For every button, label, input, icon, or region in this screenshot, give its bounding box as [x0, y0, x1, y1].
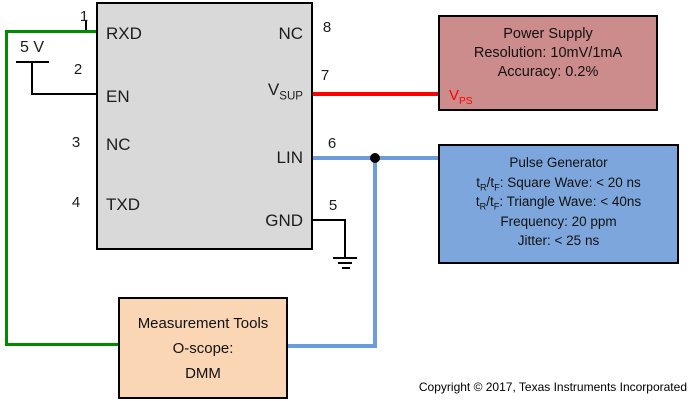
- pin-number-4: 4: [71, 194, 81, 211]
- pin-number-5: 5: [328, 197, 338, 214]
- trtf-sub-f: F: [494, 182, 500, 193]
- gnd-wire-horizontal: [311, 219, 346, 221]
- pin-number-1: 1: [79, 8, 89, 25]
- rxd-wire-bottom: [5, 343, 118, 346]
- gnd-wire-vertical: [344, 219, 346, 258]
- supply-5v-label: 5 V: [19, 39, 44, 56]
- copyright-notice: Copyright © 2017, Texas Instruments Inco…: [418, 380, 687, 394]
- ground-bar-3: [342, 267, 350, 269]
- pin-number-2: 2: [73, 61, 83, 78]
- junction-dot: [370, 153, 380, 163]
- pin1-tick: [85, 21, 87, 30]
- pin-number-8: 8: [322, 19, 332, 36]
- lin-wire-to-measurement: [287, 344, 377, 348]
- power-supply-box: Power Supply Resolution: 10mV/1mA Accura…: [438, 15, 658, 111]
- vps-terminal-base: V: [449, 87, 460, 104]
- pulse-generator-square-wave: tR/tF: Square Wave: < 20 ns: [440, 173, 677, 193]
- lin-wire-vertical: [373, 156, 377, 348]
- trtf-sub-r: R: [479, 201, 487, 212]
- trtf-t1: t: [475, 194, 480, 209]
- vsup-base: V: [267, 80, 280, 99]
- trtf-t2: /t: [486, 194, 494, 209]
- pulse-generator-jitter: Jitter: < 25 ns: [517, 233, 600, 248]
- pin-label-lin: LIN: [276, 148, 303, 167]
- square-wave-spec: : Square Wave: < 20 ns: [499, 174, 641, 190]
- pulse-generator-title: Pulse Generator: [509, 155, 608, 170]
- pin-label-vsup: VSUP: [267, 80, 303, 103]
- transceiver-ic: RXD EN NC TXD NC VSUP LIN GND: [96, 2, 313, 250]
- ground-bar-2: [338, 262, 352, 264]
- measurement-oscope: O-scope:: [172, 339, 234, 357]
- power-supply-accuracy: Accuracy: 0.2%: [497, 64, 599, 80]
- vsup-wire: [311, 92, 438, 96]
- pin-number-7: 7: [320, 67, 330, 84]
- power-supply-resolution: Resolution: 10mV/1mA: [473, 45, 623, 61]
- supply-drop-wire: [31, 63, 33, 94]
- triangle-wave-spec: : Triangle Wave: < 40ns: [499, 194, 642, 209]
- vps-terminal-label: VPS: [449, 86, 473, 107]
- measurement-tools-box: Measurement Tools O-scope: DMM: [118, 297, 288, 399]
- trtf-t2: /t: [486, 174, 495, 190]
- trtf-sub-r: R: [480, 182, 487, 193]
- pin-label-rxd: RXD: [106, 24, 142, 43]
- rxd-wire-vertical: [5, 30, 8, 346]
- supply-rail-bar: [16, 61, 49, 63]
- pulse-generator-box: Pulse Generator tR/tF: Square Wave: < 20…: [438, 144, 679, 264]
- rxd-wire-top: [5, 30, 96, 33]
- power-supply-title: Power Supply: [503, 26, 593, 42]
- pin-label-gnd: GND: [265, 211, 303, 230]
- pin-label-txd: TXD: [106, 195, 140, 214]
- pin-number-3: 3: [71, 134, 81, 151]
- pin-number-6: 6: [327, 135, 337, 152]
- pulse-generator-frequency: Frequency: 20 ppm: [500, 213, 617, 229]
- ground-bar-1: [333, 257, 357, 259]
- measurement-tools-title: Measurement Tools: [137, 314, 269, 332]
- measurement-dmm: DMM: [185, 364, 221, 382]
- pin-label-nc-left: NC: [106, 135, 131, 154]
- trtf-t1: t: [476, 174, 481, 190]
- en-wire: [31, 93, 96, 95]
- pin-label-nc-right: NC: [278, 24, 303, 43]
- trtf-sub-f: F: [493, 201, 500, 212]
- vsup-sub: SUP: [279, 90, 303, 103]
- vps-terminal-sub: PS: [459, 96, 473, 107]
- pulse-generator-triangle-wave: tR/tF: Triangle Wave: < 40ns: [440, 192, 677, 212]
- pin-label-en: EN: [106, 87, 130, 106]
